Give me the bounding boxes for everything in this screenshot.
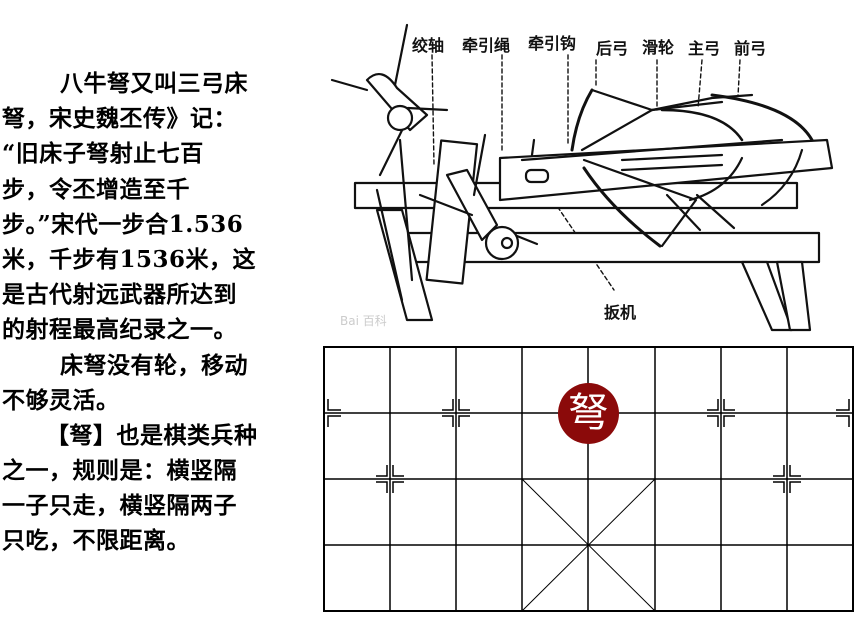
label-winch-axle: 绞轴 — [412, 36, 445, 55]
chess-board — [323, 346, 854, 612]
description-text: 八牛弩又叫三弓床 弩，宋史魏丕传》记： “旧床子弩射止七百 步，令丕增造至千 步… — [2, 66, 307, 559]
text-line: 米，千步有1536米，这 — [2, 245, 257, 273]
text-line: 弩，宋史魏丕传》记： — [2, 105, 237, 133]
text-line: 一子只走，横竖隔两子 — [2, 492, 237, 520]
label-pull-rope: 牵引绳 — [462, 36, 511, 55]
label-main-bow: 主弓 — [688, 39, 721, 58]
text-line: 步，令丕增造至千 — [2, 175, 190, 203]
text-line: 的射程最高纪录之一。 — [2, 316, 237, 344]
text-line: 只吃，不限距离。 — [2, 527, 190, 555]
text-line: 八牛弩又叫三弓床 — [60, 70, 248, 97]
position-markers — [327, 399, 850, 493]
text-line: 床弩没有轮，移动 — [60, 351, 248, 379]
crossbow-drawing — [330, 23, 834, 332]
text-line: 是古代射远武器所达到 — [2, 281, 237, 309]
label-trigger: 扳机 — [604, 303, 637, 322]
board-grid — [323, 346, 854, 612]
label-front-bow: 前弓 — [734, 39, 767, 58]
bed-crossbow-illustration: 绞轴 牵引绳 牵引钩 后弓 滑轮 主弓 前弓 扳机 Bai 百科 — [322, 0, 866, 345]
label-pull-hook: 牵引钩 — [528, 34, 577, 53]
text-line: 不够灵活。 — [2, 386, 120, 414]
text-line: 之一，规则是：横竖隔 — [2, 457, 237, 485]
text-line: 步。”宋代一步合1.536 — [2, 210, 244, 238]
text-line: 【弩】也是棋类兵种 — [46, 421, 258, 449]
watermark: Bai 百科 — [340, 314, 387, 328]
crossbow-piece[interactable]: 弩 — [558, 383, 619, 444]
text-line: “旧床子弩射止七百 — [2, 140, 204, 168]
label-pulley: 滑轮 — [642, 38, 675, 57]
label-rear-bow: 后弓 — [596, 39, 629, 58]
